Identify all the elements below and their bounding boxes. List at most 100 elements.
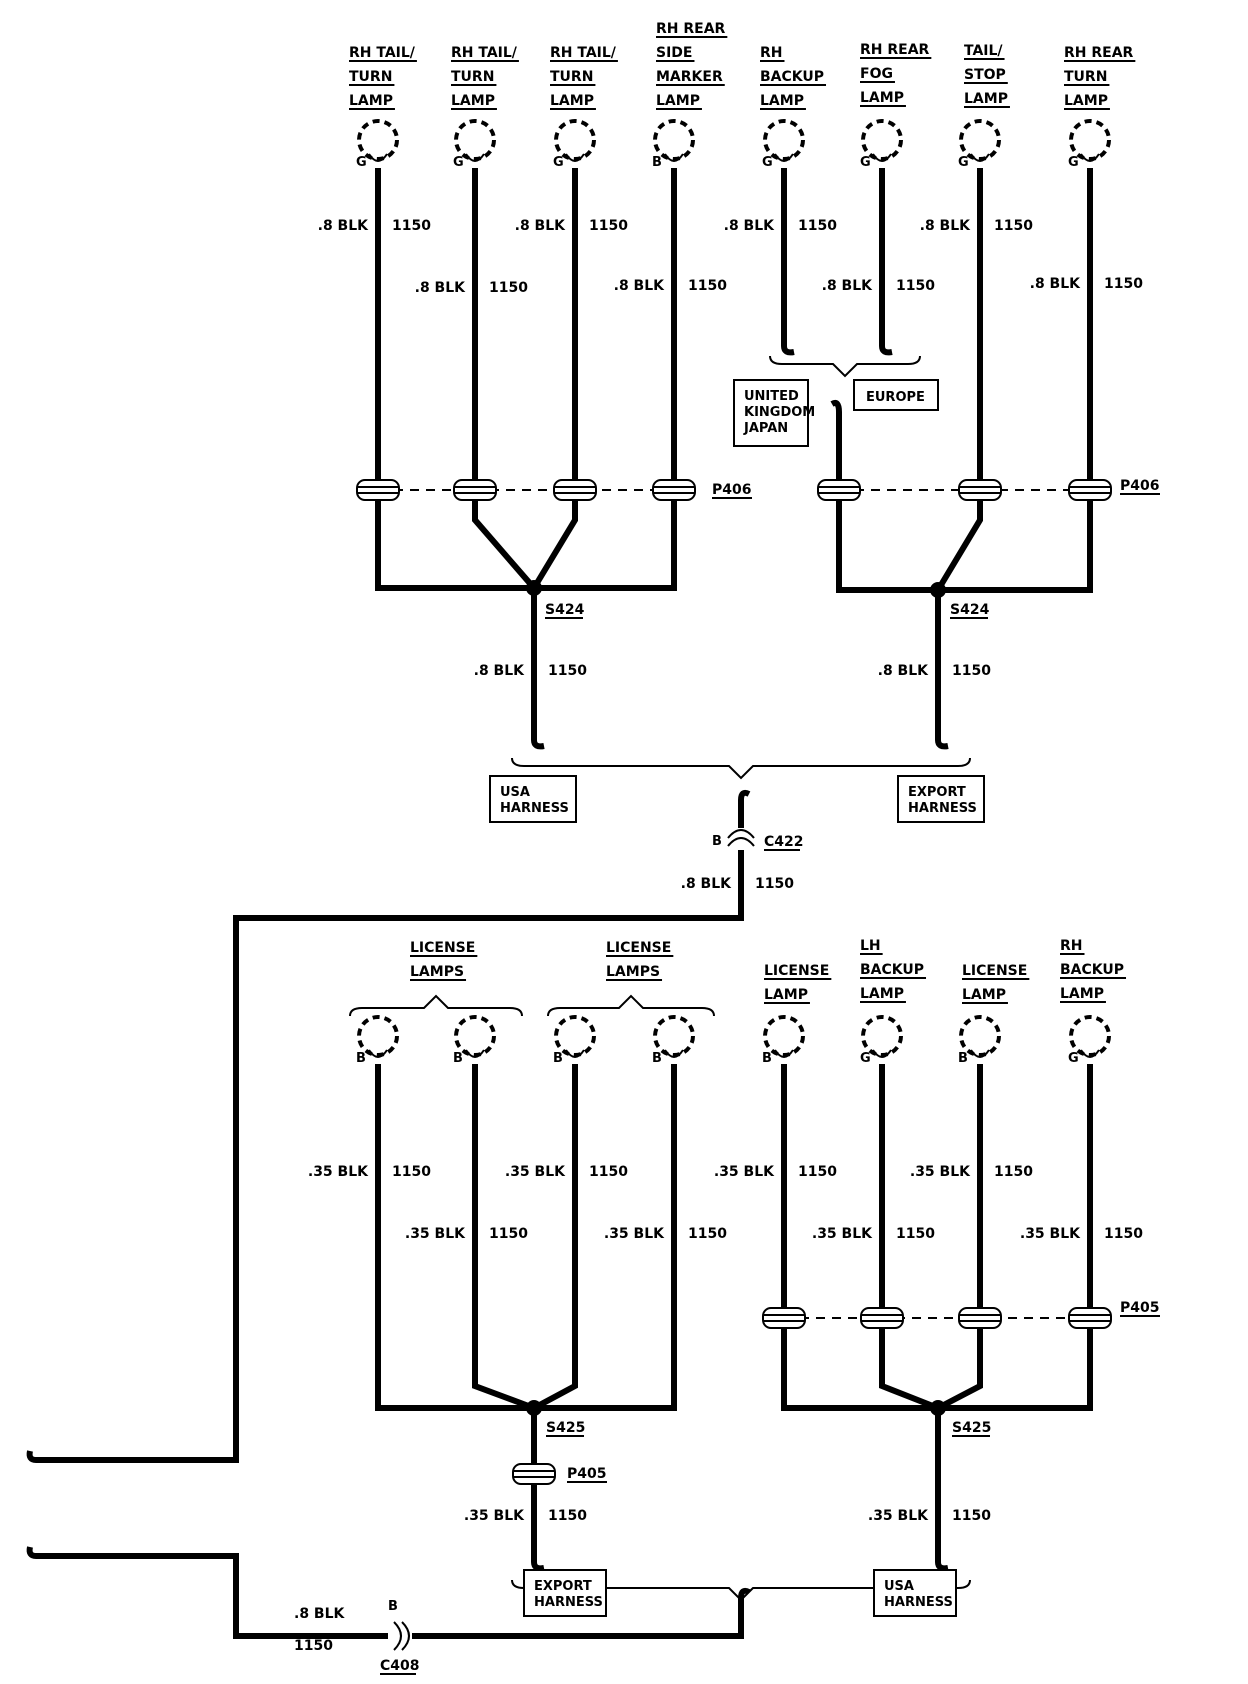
wire-s425-right-size: .35 BLK	[868, 1508, 929, 1524]
top-lamp-2-label-line-0: RH TAIL/	[451, 45, 518, 61]
top-left-p406-inline-2	[453, 479, 497, 501]
uk-japan-box	[733, 379, 809, 447]
europe-box-text: EUROPE	[866, 390, 925, 405]
p405-right-label: P405	[1120, 1300, 1159, 1316]
usa-harness-box-bottom	[873, 1569, 957, 1617]
top-lamp-5-icon	[763, 119, 805, 161]
top-wire-3-circuit: 1150	[589, 218, 628, 234]
p405-left-inline	[512, 1463, 556, 1485]
top-lamp-4-pin: B	[652, 155, 662, 170]
top-wire-1-size: .8 BLK	[318, 218, 370, 234]
bottom-lamp-8-icon	[1069, 1015, 1111, 1057]
top-lamp-7-terminal	[970, 153, 990, 162]
top-right-p406-inline-1	[817, 479, 861, 501]
top-lamp-8-label-line-0: RH REAR	[1064, 45, 1134, 61]
top-lamp-1-icon	[357, 119, 399, 161]
wire-c422-down-circuit: 1150	[755, 876, 794, 892]
bottom-wire-4-circuit: 1150	[688, 1226, 727, 1242]
top-lamp-4-terminal	[664, 153, 684, 162]
splice-s425-right	[930, 1400, 946, 1416]
bottom-lamp-8-pin: G	[1068, 1051, 1079, 1066]
top-right-p406-inline-2	[958, 479, 1002, 501]
top-lamp-5-terminal	[774, 153, 794, 162]
wire-top-4	[534, 168, 677, 591]
bottom-lamp-8-terminal	[1080, 1049, 1100, 1058]
wire-bot-6	[879, 1064, 940, 1411]
bottom-lamp-3-pin: B	[553, 1051, 563, 1066]
top-lamp-1-label-line-2: LAMP	[349, 93, 393, 109]
bottom-lamp-6-label-line-0: LH	[860, 938, 881, 954]
top-left-p406-inline-4	[652, 479, 696, 501]
wire-s424-right-size: .8 BLK	[878, 663, 930, 679]
c422-pin: B	[712, 834, 722, 849]
export-harness-box-top-text-0: EXPORT	[908, 785, 966, 800]
fog-hook	[879, 336, 893, 356]
bottom-lamp-4-pin: B	[652, 1051, 662, 1066]
c422-top-hook	[738, 789, 751, 801]
wire-bot-3	[532, 1064, 578, 1411]
bottom-wire-3-size: .35 BLK	[505, 1164, 566, 1180]
top-lamp-7-label-line-1: STOP	[964, 67, 1006, 83]
top-lamp-6-terminal	[872, 153, 892, 162]
top-lamp-4-icon	[653, 119, 695, 161]
usa-harness-box-top	[489, 775, 577, 823]
bottom-lamp-7-pin: B	[958, 1051, 968, 1066]
p405-right-inline-1	[762, 1307, 806, 1329]
top-wire-3-size: .8 BLK	[515, 218, 567, 234]
bottom-lamp-7-terminal	[970, 1049, 990, 1058]
export-harness-box-bottom	[523, 1569, 607, 1617]
bottom-lamp-6-icon	[861, 1015, 903, 1057]
bottom-lamp-4-icon	[653, 1015, 695, 1057]
p405-right-inline-3	[958, 1307, 1002, 1329]
c408-right-wire	[412, 1598, 744, 1639]
top-lamp-8-pin: G	[1068, 155, 1079, 170]
s424-right-label: S424	[950, 602, 990, 618]
bottom-lamp-3-terminal	[565, 1049, 585, 1058]
top-lamp-8-icon	[1069, 119, 1111, 161]
bottom-wire-7-circuit: 1150	[994, 1164, 1033, 1180]
c408-wire-circuit: 1150	[294, 1638, 333, 1654]
c408-left-arc	[393, 1621, 402, 1651]
bottom-wire-5-size: .35 BLK	[714, 1164, 775, 1180]
bottom-lamp-1-icon	[357, 1015, 399, 1057]
bottom-wire-8-size: .35 BLK	[1020, 1226, 1081, 1242]
usa-harness-box-bottom-text-1: HARNESS	[884, 1595, 953, 1610]
parts-layer	[26, 119, 1112, 1651]
p405-right-inline-2	[860, 1307, 904, 1329]
wire-s424-left-size: .8 BLK	[474, 663, 526, 679]
license-group-2-label-line-0: LICENSE	[606, 940, 671, 956]
p405-right-inline-4	[1068, 1307, 1112, 1329]
usa-harness-hook	[531, 730, 545, 750]
top-wire-1-circuit: 1150	[392, 218, 431, 234]
bottom-lamp-8-label-line-0: RH	[1060, 938, 1083, 954]
bottom-lamp-7-icon	[959, 1015, 1001, 1057]
wire-bot-7	[936, 1064, 983, 1411]
wire-bot-5	[781, 1064, 938, 1411]
wire-bot-4	[534, 1064, 677, 1411]
top-wire-2-circuit: 1150	[489, 280, 528, 296]
bottom-wire-2-circuit: 1150	[489, 1226, 528, 1242]
top-wire-5-circuit: 1150	[798, 218, 837, 234]
splice-s424-right	[930, 582, 946, 598]
wires-layer	[40, 168, 1093, 1639]
c408-left-hook	[26, 1546, 46, 1559]
license-group-1-brace	[349, 994, 523, 1017]
top-lamp-5-label-line-1: BACKUP	[760, 69, 824, 85]
wire-top-8	[938, 168, 1093, 593]
top-lamp-4-label-line-2: MARKER	[656, 69, 723, 85]
main-ground-wire	[40, 850, 744, 1463]
top-lamp-3-pin: G	[553, 155, 564, 170]
top-wire-4-circuit: 1150	[688, 278, 727, 294]
bottom-wire-3-circuit: 1150	[589, 1164, 628, 1180]
main-ground-hook	[26, 1450, 46, 1463]
p406-right-label: P406	[1120, 478, 1159, 494]
c422-upper-arc	[727, 829, 755, 839]
top-lamp-7-pin: G	[958, 155, 969, 170]
c408-label: C408	[380, 1658, 420, 1674]
top-lamp-7-icon	[959, 119, 1001, 161]
top-lamp-2-icon	[454, 119, 496, 161]
top-lamp-1-pin: G	[356, 155, 367, 170]
uk-europe-brace	[769, 355, 921, 378]
bottom-wire-6-circuit: 1150	[896, 1226, 935, 1242]
top-lamp-6-label-line-2: LAMP	[860, 90, 904, 106]
